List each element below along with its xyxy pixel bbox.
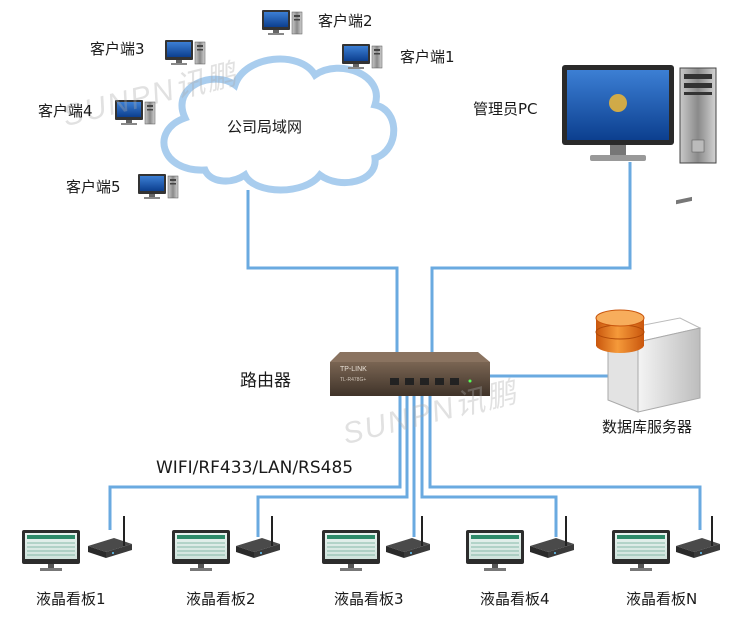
server-label: 数据库服务器	[602, 418, 693, 436]
lcd-board-icon	[321, 529, 381, 572]
lcd-board-icon	[171, 529, 231, 572]
client-pc-icon	[341, 43, 383, 70]
board-label: 液晶看板3	[334, 590, 404, 608]
board-label: 液晶看板4	[480, 590, 550, 608]
client-pc-icon	[137, 173, 179, 200]
client-label: 客户端1	[400, 48, 455, 66]
router-label: 路由器	[240, 371, 291, 391]
client-pc-icon	[261, 9, 303, 36]
board-label: 液晶看板2	[186, 590, 256, 608]
client-label: 客户端2	[318, 12, 373, 30]
router-icon	[330, 352, 490, 396]
link-label: WIFI/RF433/LAN/RS485	[156, 458, 354, 478]
lcd-board-icon	[611, 529, 671, 572]
board-controller-icon	[385, 515, 431, 559]
client-label: 客户端4	[38, 102, 93, 120]
lcd-board-icon	[21, 529, 81, 572]
cloud-label: 公司局域网	[227, 118, 303, 136]
database-server-icon	[595, 196, 702, 413]
connection-lines	[108, 162, 702, 537]
lcd-board-icon	[465, 529, 525, 572]
admin-pc-icon	[562, 65, 717, 164]
board-controller-icon	[675, 515, 721, 559]
client-label: 客户端5	[66, 178, 121, 196]
board-label: 液晶看板N	[626, 590, 698, 608]
board-controller-icon	[529, 515, 575, 559]
router-brand: TP-LINK	[340, 366, 367, 373]
cloud-shape	[160, 55, 398, 194]
admin-label: 管理员PC	[473, 100, 538, 118]
router-model: TL-R478G+	[340, 377, 367, 383]
client-label: 客户端3	[90, 40, 145, 58]
board-label: 液晶看板1	[36, 590, 106, 608]
